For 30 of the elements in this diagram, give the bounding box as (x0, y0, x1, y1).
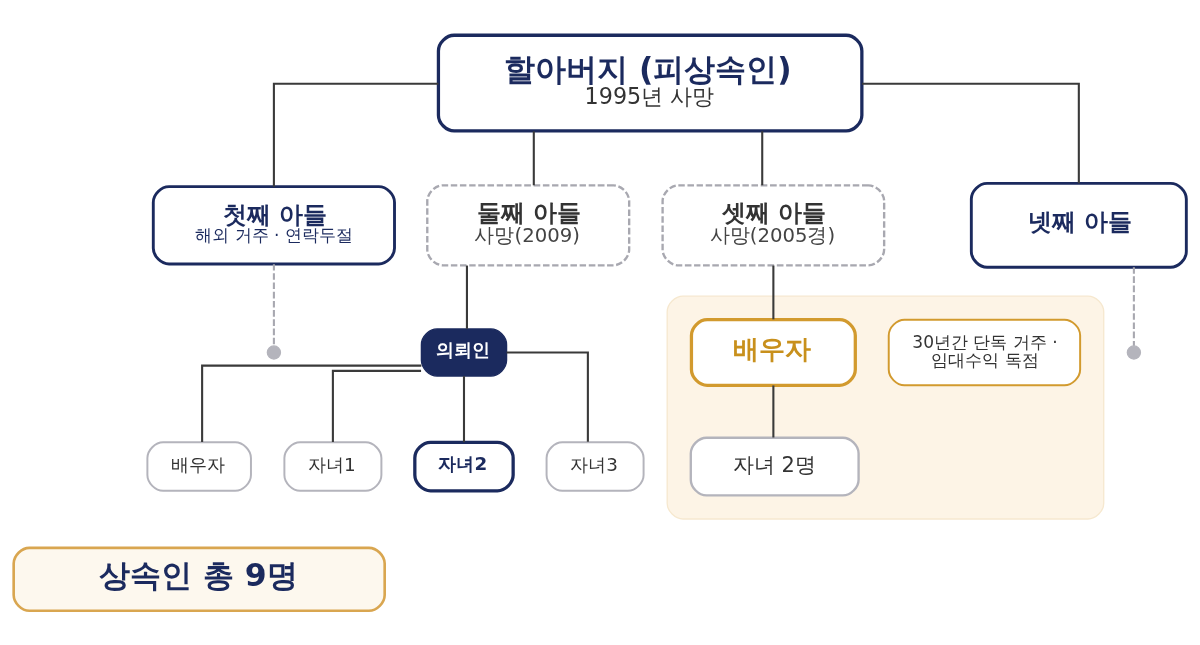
node-box: 의뢰인 (420, 327, 508, 377)
node-box: 첫째 아들 해외 거주 · 연락두절 (151, 184, 396, 265)
connector (462, 375, 466, 442)
connector (272, 263, 275, 346)
node-box: 30년간 단독 거주 · 임대수익 독점 (887, 318, 1082, 386)
connector (201, 364, 422, 442)
cluster (666, 294, 1105, 520)
node-box: 배우자 (689, 317, 857, 387)
node-box: 넷째 아들 (969, 181, 1188, 269)
node-box: 상속인 총 9명 (12, 546, 386, 612)
connector (331, 369, 422, 442)
node-circle (1126, 344, 1142, 360)
node-circle (266, 344, 282, 360)
node-box: 할아버지 (피상속인) 1995년 사망 (436, 33, 864, 133)
connector (761, 130, 764, 185)
node-box: 자녀1 (283, 440, 383, 492)
node-box: 자녀 2명 (689, 436, 860, 497)
node-box: 자녀2 (413, 440, 515, 492)
node-box: 셋째 아들 사망(2005경) (661, 183, 886, 266)
connector (465, 265, 468, 329)
connector (272, 82, 439, 187)
connector (861, 82, 1080, 183)
connector (772, 265, 775, 319)
node-box: 자녀3 (545, 440, 645, 492)
node-box: 둘째 아들 사망(2009) (426, 183, 631, 266)
connector (772, 385, 775, 437)
connector (532, 130, 535, 185)
connector (506, 350, 589, 442)
connector (1132, 266, 1135, 346)
node-box: 배우자 (146, 440, 252, 492)
